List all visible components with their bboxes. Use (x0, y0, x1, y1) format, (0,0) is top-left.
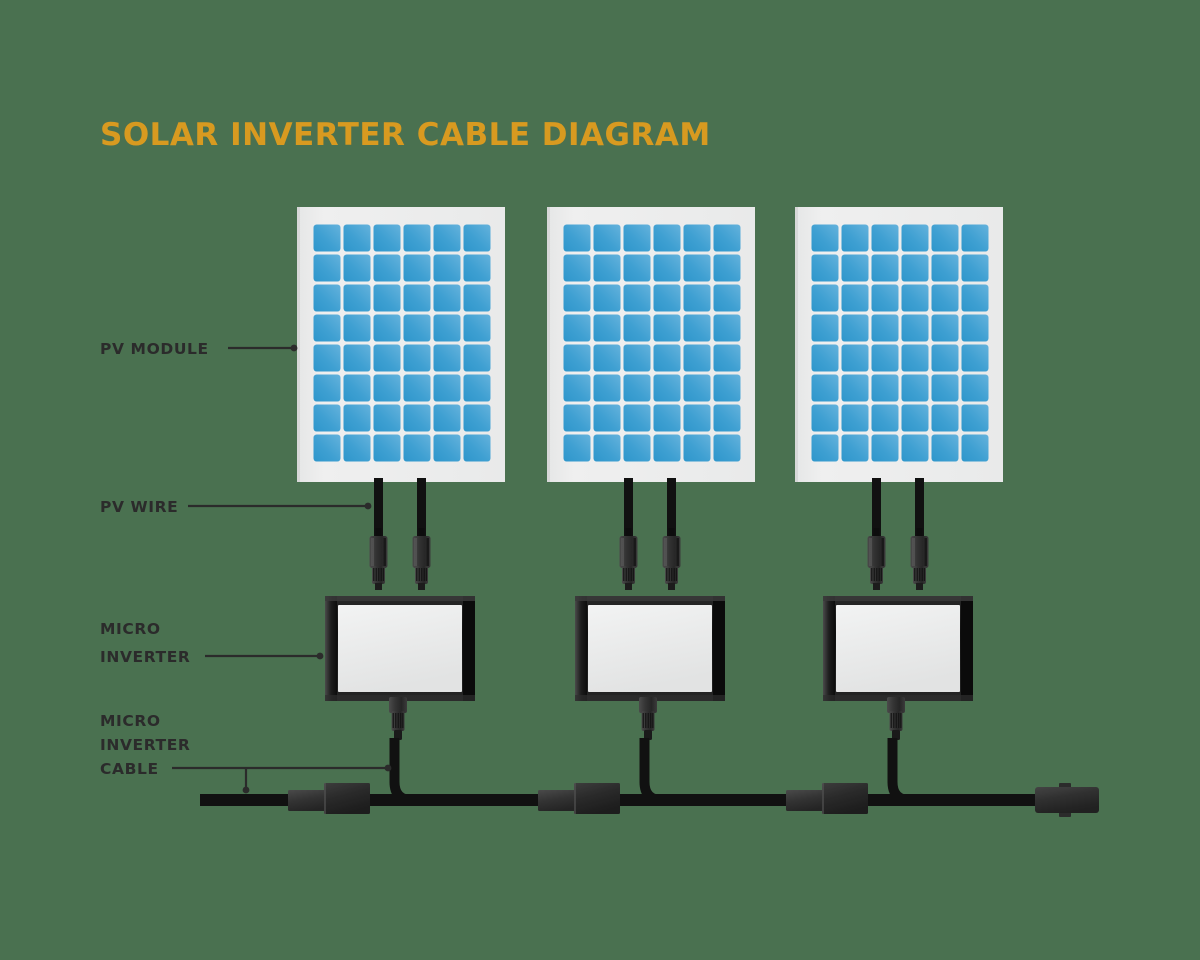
micro-inverter-2[interactable] (575, 596, 725, 701)
label-micro-inverter-cable: MICRO INVERTER CABLE (100, 712, 392, 794)
micro-inverter-label-line2: INVERTER (100, 648, 190, 666)
pv-module-3[interactable] (795, 207, 1003, 482)
page-title: SOLAR INVERTER CABLE DIAGRAM (100, 117, 711, 153)
pv-wire-2a (624, 478, 633, 550)
mc4-connector-2a[interactable] (619, 528, 638, 590)
micro-inverter-group (325, 596, 973, 701)
pv-module-1[interactable] (297, 207, 505, 482)
label-pv-wire: PV WIRE (100, 498, 372, 516)
trunk-cable-group (200, 783, 1099, 817)
mc4-connector-1b[interactable] (412, 528, 431, 590)
trunk-terminator[interactable] (1035, 783, 1099, 817)
micro-inverter-leader-dot (316, 652, 324, 660)
pv-module-group (297, 207, 1003, 482)
mc4-connector-3a[interactable] (867, 528, 886, 590)
pv-module-label: PV MODULE (100, 340, 209, 358)
micro-inverter-1[interactable] (325, 596, 475, 701)
mc4-connector-3b[interactable] (910, 528, 929, 590)
mc4-connector-2b[interactable] (662, 528, 681, 590)
pv-module-leader-dot (290, 344, 298, 352)
label-pv-module: PV MODULE (100, 340, 298, 358)
pv-module-2[interactable] (547, 207, 755, 482)
pv-wire-1b (417, 478, 426, 550)
label-micro-inverter: MICRO INVERTER (100, 620, 324, 666)
mc4-connector-1a[interactable] (369, 528, 388, 590)
pv-wire-3b (915, 478, 924, 550)
micro-inverter-cable-label-line1: MICRO (100, 712, 161, 730)
pv-wire-2b (667, 478, 676, 550)
micro-inverter-cable-leader-dot (384, 764, 392, 772)
pv-wire-group (369, 478, 929, 590)
micro-inverter-label-line1: MICRO (100, 620, 161, 638)
pv-wire-label: PV WIRE (100, 498, 178, 516)
micro-inverter-3[interactable] (823, 596, 973, 701)
micro-inverter-cable-branch-dot (242, 786, 250, 794)
pv-wire-1a (374, 478, 383, 550)
micro-inverter-cable-label-line3: CABLE (100, 760, 159, 778)
micro-inverter-cable-label-line2: INVERTER (100, 736, 190, 754)
pv-wire-3a (872, 478, 881, 550)
pv-wire-leader-dot (364, 502, 372, 510)
